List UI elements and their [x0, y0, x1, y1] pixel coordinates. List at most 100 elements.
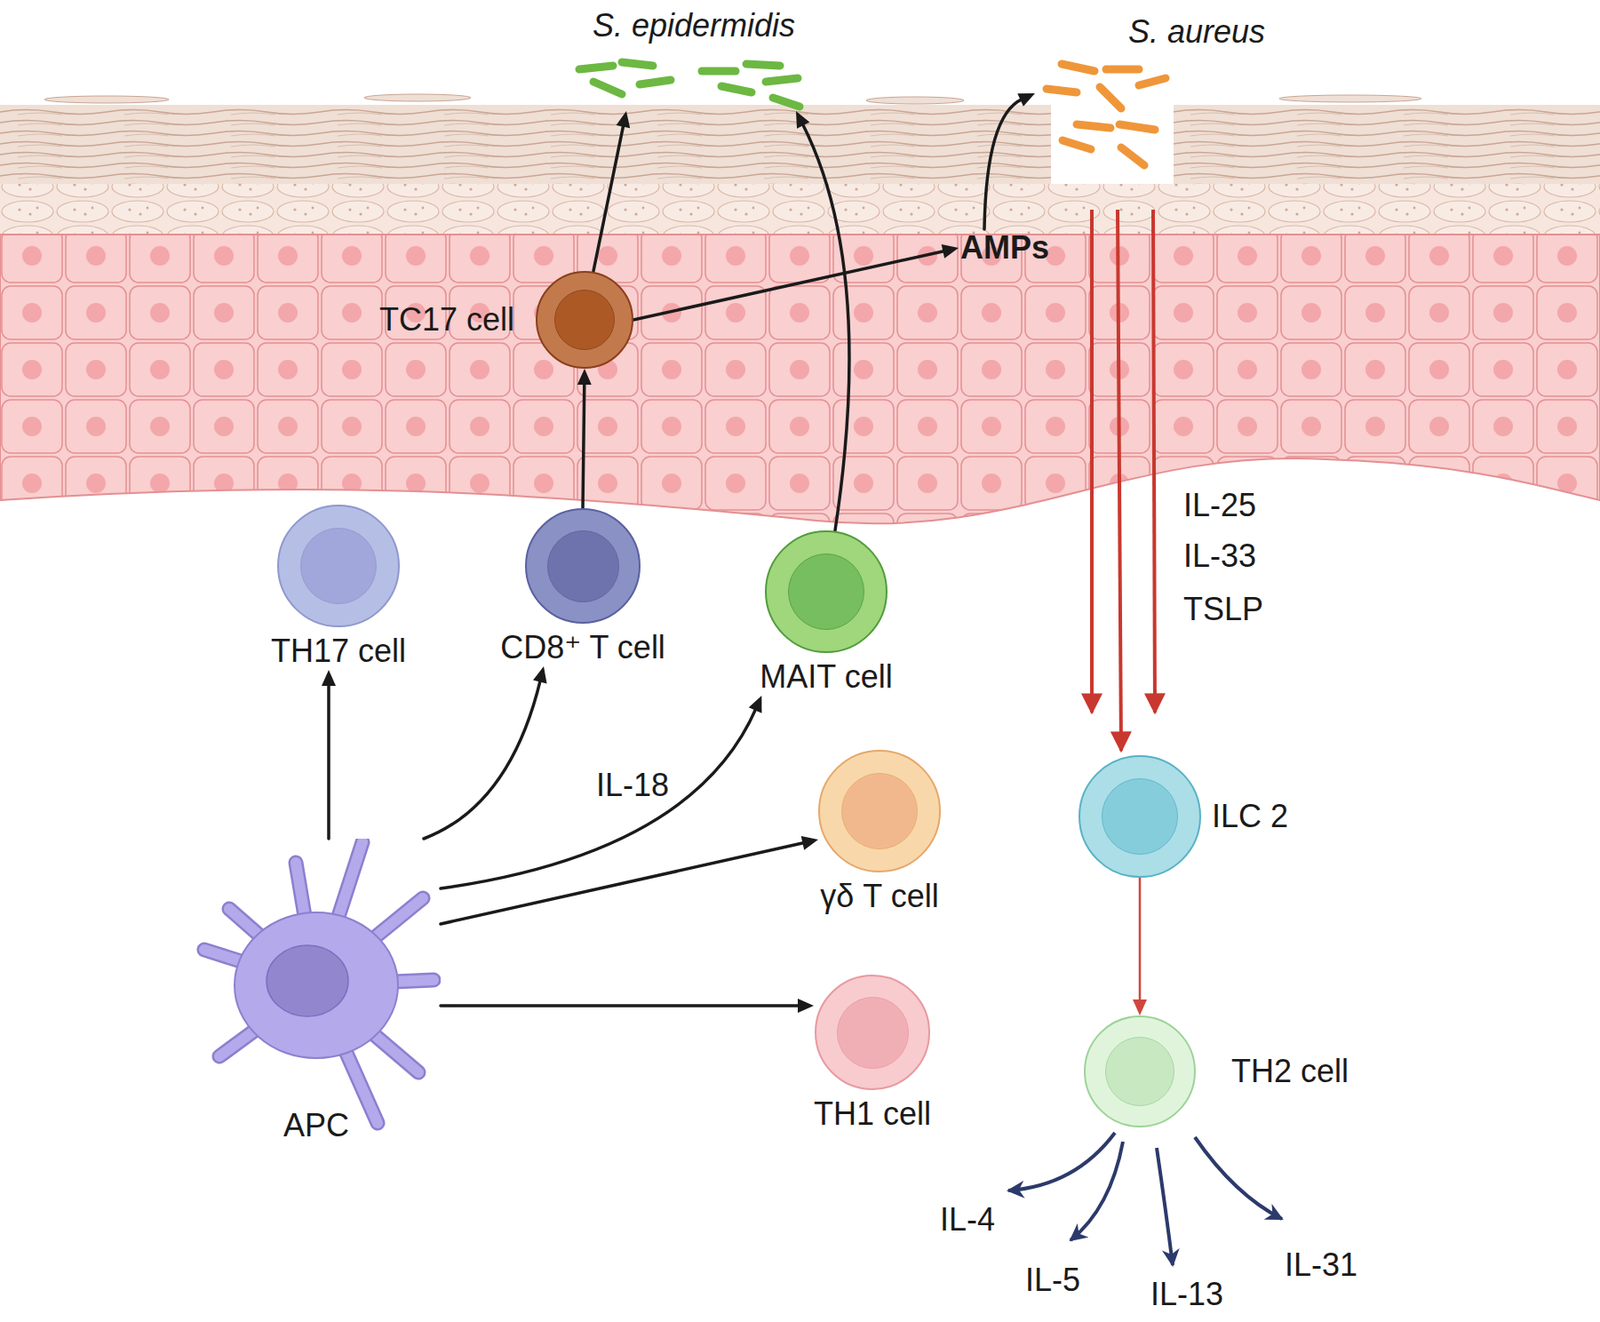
connector-line — [423, 680, 541, 839]
cytokine-label: IL-33 — [1183, 537, 1257, 575]
connector-arrow — [633, 244, 959, 320]
skin-ellipse — [364, 94, 471, 102]
cell-nucleus — [547, 530, 620, 603]
connector-arrow — [593, 111, 630, 271]
edge-label: IL-18 — [592, 766, 673, 804]
skin-path — [1070, 1141, 1123, 1241]
cell-body — [1078, 755, 1202, 878]
cell-nucleus — [841, 772, 918, 850]
cd8-t-cell: CD8⁺ T cell — [500, 508, 666, 667]
bacteria-label: S. epidermidis — [571, 7, 817, 112]
antigen-presenting-cell: APC — [191, 838, 441, 1145]
skin-line — [639, 79, 671, 85]
granular-layer — [0, 183, 1600, 236]
connector-arrow — [440, 998, 814, 1013]
node-label: APC — [283, 1106, 350, 1145]
cytokine-arrows — [1008, 1132, 1282, 1266]
node-label: MAIT cell — [759, 658, 892, 696]
skin-rect — [0, 183, 1600, 236]
skin-ellipse — [44, 95, 169, 104]
label-wrap: γδ T cell — [819, 877, 939, 916]
skin-ellipse — [1279, 95, 1422, 103]
arrowhead — [321, 669, 336, 686]
cell-body — [525, 508, 641, 624]
node-label: TH2 cell — [1231, 1052, 1349, 1091]
skin-line — [701, 67, 736, 76]
cell-nucleus — [1105, 1036, 1175, 1107]
connector-arrow — [984, 93, 1035, 230]
arrowhead — [748, 695, 763, 714]
label-wrap: ILC 2 — [1211, 797, 1289, 836]
th1-cell: TH1 cell — [813, 974, 932, 1133]
node-label: TH17 cell — [270, 632, 406, 670]
cytokine-label: IL-13 — [1150, 1275, 1224, 1314]
ilc2-cell: ILC 2 — [1078, 755, 1289, 878]
node-label: ILC 2 — [1211, 797, 1289, 836]
skin-path — [0, 234, 1600, 524]
node-label: CD8⁺ T cell — [500, 628, 666, 667]
cytokine-label: IL-5 — [1025, 1261, 1081, 1299]
connector-arrow — [423, 666, 548, 839]
label-wrap: TH1 cell — [813, 1095, 932, 1133]
skin-rect — [0, 104, 1600, 185]
connector-line — [984, 99, 1022, 230]
skin-line — [579, 65, 613, 70]
connector-arrow — [577, 368, 592, 509]
connector-line — [440, 708, 757, 889]
arrowhead — [1132, 999, 1147, 1016]
skin-line — [1061, 63, 1095, 72]
cell-body — [814, 974, 931, 1091]
apc-body — [234, 912, 399, 1059]
node-label: γδ T cell — [819, 877, 939, 916]
skin-path — [1156, 1147, 1173, 1266]
cell-nucleus — [554, 289, 615, 351]
alarmin-arrows — [1091, 209, 1155, 751]
th17-cell: TH17 cell — [270, 504, 406, 670]
connector-arrow — [440, 835, 819, 924]
connector-line — [1138, 877, 1142, 1002]
node-label: AMPs — [960, 229, 1050, 267]
tc17-cell: TC17 cell — [379, 270, 634, 369]
cell-nucleus — [836, 996, 909, 1069]
node-label: TH1 cell — [813, 1095, 932, 1133]
skin-path — [0, 234, 1600, 524]
label-wrap: TH17 cell — [270, 632, 406, 670]
arrowhead — [533, 666, 548, 684]
skin-line — [772, 97, 800, 107]
connector-arrow — [321, 669, 336, 839]
skin-line — [593, 81, 622, 95]
cell-body — [1083, 1015, 1196, 1128]
skin-line — [1119, 124, 1155, 130]
connector-line — [633, 250, 945, 320]
amps-label: AMPs — [958, 229, 1051, 267]
mait-cell: MAIT cell — [759, 530, 892, 696]
skin-line — [765, 78, 798, 82]
skin-line — [1090, 209, 1094, 713]
apc-shape — [191, 838, 441, 1132]
stratum-corneum — [0, 94, 1600, 185]
skin-rect — [0, 104, 1600, 185]
bacteria-label: S. aureus — [1034, 13, 1271, 169]
node-label: S. aureus — [1128, 13, 1266, 51]
connector-arrow — [440, 695, 762, 889]
label-wrap: TC17 cell — [379, 301, 515, 339]
connector-line — [593, 125, 624, 271]
arrowhead — [796, 111, 810, 129]
cell-body — [277, 504, 400, 628]
s-epidermidis-bacteria — [579, 62, 800, 107]
label-wrap: TH2 cell — [1231, 1052, 1349, 1091]
skin-line — [1138, 78, 1166, 86]
connector-line — [440, 1003, 800, 1008]
node-label: TC17 cell — [379, 301, 515, 339]
label-wrap: APC — [283, 1106, 350, 1145]
skin-path — [1194, 1137, 1282, 1219]
gamma-delta-t-cell: γδ T cell — [818, 749, 941, 916]
arrowhead — [616, 111, 631, 128]
apc-nucleus — [266, 945, 349, 1017]
skin-line — [1062, 140, 1091, 150]
epidermis — [0, 234, 1600, 524]
skin-line — [746, 63, 781, 66]
label-wrap: CD8⁺ T cell — [500, 628, 666, 667]
cytokine-label: IL-25 — [1183, 486, 1257, 525]
arrowhead — [577, 368, 592, 385]
